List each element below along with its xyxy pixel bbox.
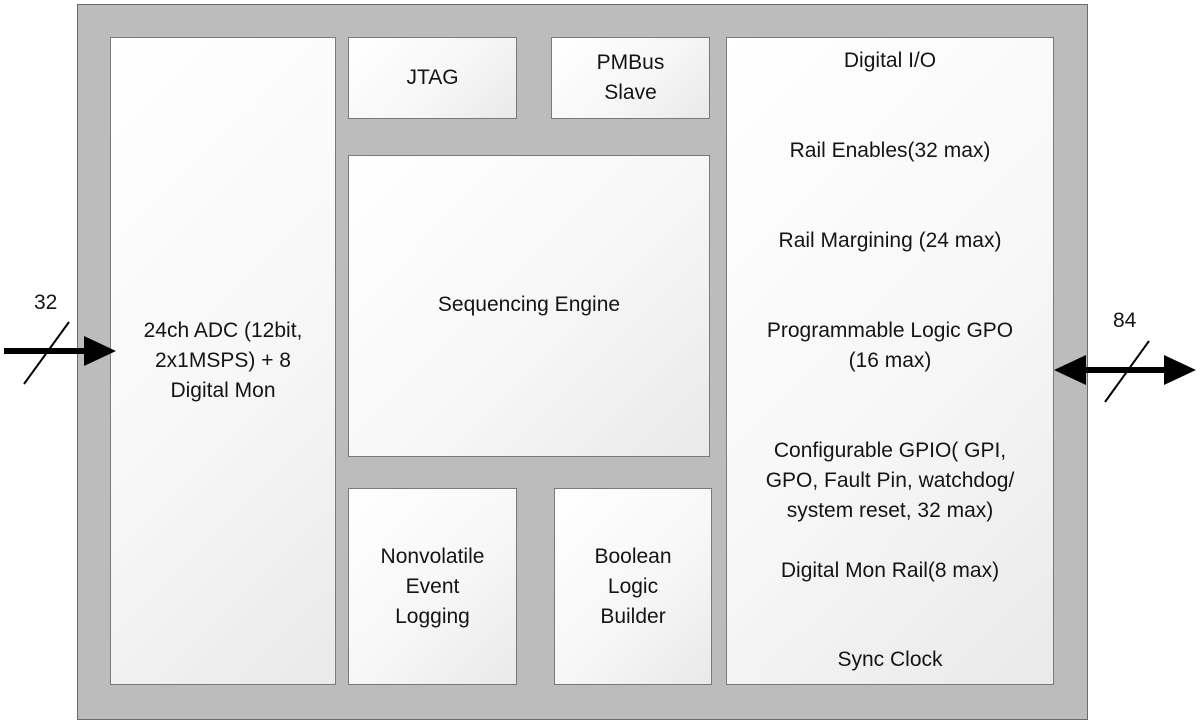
adc-block: 24ch ADC (12bit, 2x1MSPS) + 8 Digital Mo… [110, 37, 336, 685]
adc-label: 24ch ADC (12bit, 2x1MSPS) + 8 Digital Mo… [143, 319, 303, 402]
digital-io-item: Rail Enables(32 max) [789, 139, 991, 162]
jtag-label: JTAG [406, 66, 459, 89]
input-bus-slash [23, 321, 70, 385]
sequencing-engine-label: Sequencing Engine [437, 293, 621, 316]
event-logging-block: Nonvolatile Event Logging [348, 488, 517, 685]
digital-io-item: Rail Margining (24 max) [778, 229, 1002, 252]
input-bus-width: 32 [34, 291, 58, 314]
jtag-block: JTAG [348, 37, 517, 119]
digital-io-item: Sync Clock [837, 648, 943, 671]
pmbus-block: PMBus Slave [551, 37, 710, 119]
boolean-logic-label: Boolean Logic Builder [594, 544, 672, 628]
io-arrow-head-left [1054, 355, 1086, 385]
io-bus-width: 84 [1113, 309, 1137, 332]
pmbus-label: PMBus Slave [596, 51, 665, 104]
digital-io-item: Programmable Logic GPO (16 max) [766, 319, 1014, 372]
boolean-logic-block: Boolean Logic Builder [554, 488, 712, 685]
event-logging-label: Nonvolatile Event Logging [380, 544, 485, 628]
digital-io-title: Digital I/O [843, 49, 937, 72]
sequencing-engine-block: Sequencing Engine [348, 155, 710, 457]
digital-io-item: Configurable GPIO( GPI, GPO, Fault Pin, … [765, 439, 1015, 522]
input-arrow-head [84, 336, 116, 366]
io-arrow-head-right [1164, 355, 1196, 385]
io-bus-slash [1104, 340, 1150, 403]
digital-io-block: Digital I/O Rail Enables(32 max) Rail Ma… [726, 37, 1054, 685]
digital-io-item: Digital Mon Rail(8 max) [780, 559, 1000, 582]
